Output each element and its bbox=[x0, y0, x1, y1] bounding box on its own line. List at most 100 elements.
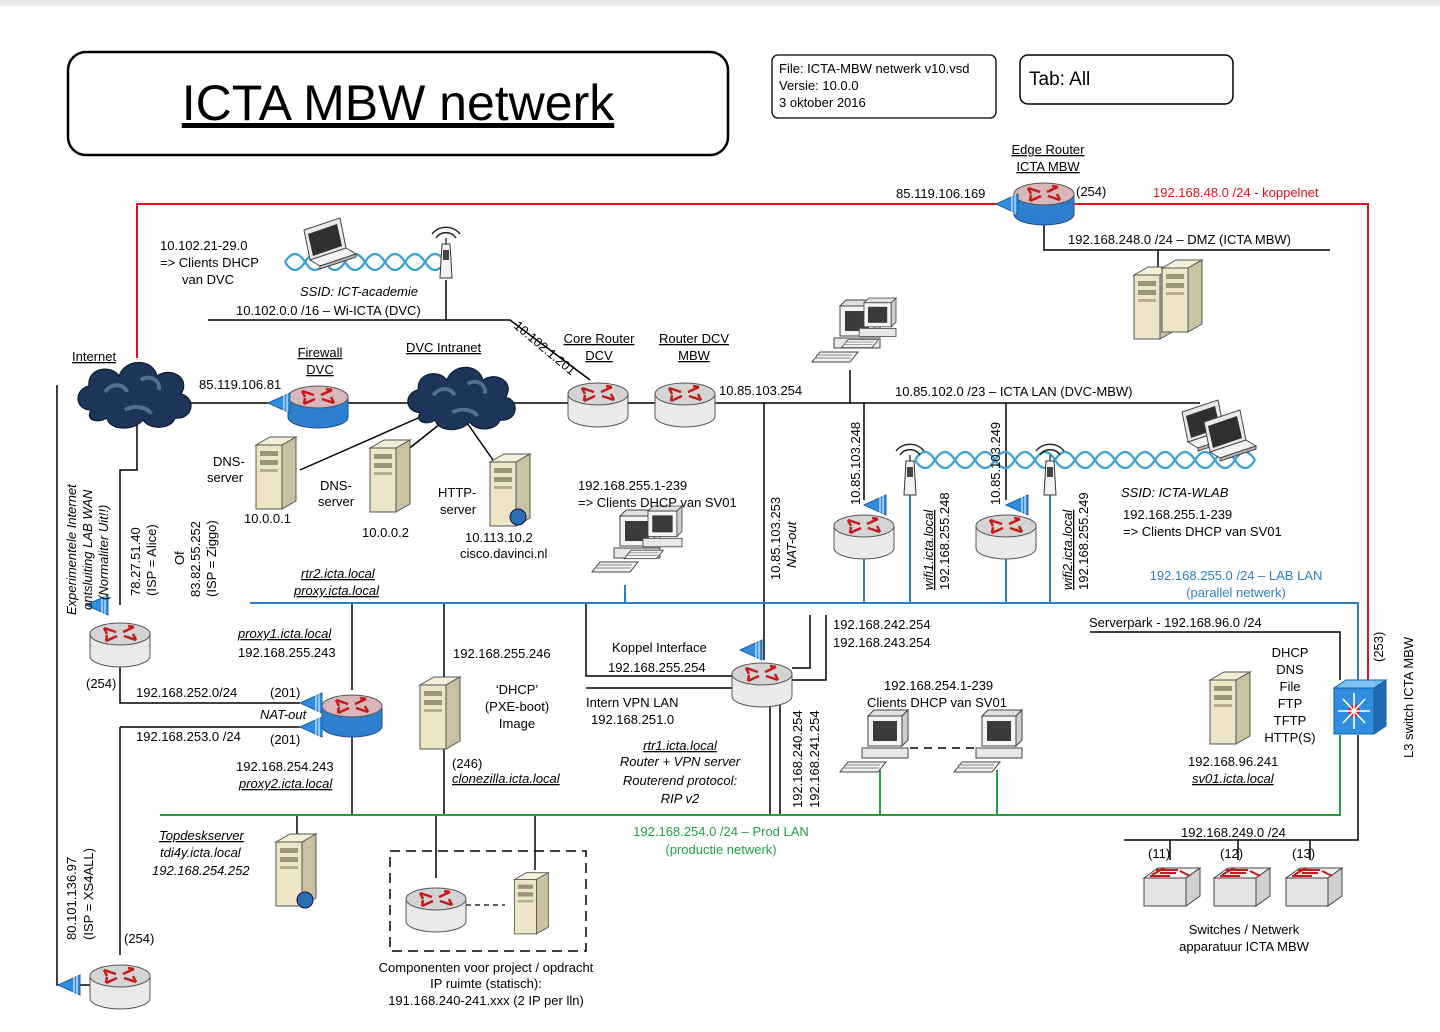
p246-label: (246) bbox=[452, 756, 482, 771]
wifi2-vert: 10.85.103.249 bbox=[988, 422, 1003, 505]
ziggo-label-3: (ISP = Ziggo) bbox=[204, 520, 219, 597]
wifi2-router-icon bbox=[974, 513, 1038, 561]
rtr2-label-2: proxy.icta.local bbox=[293, 583, 380, 598]
page-title: ICTA MBW netwerk bbox=[182, 75, 615, 131]
file-info-line-3: 3 oktober 2016 bbox=[779, 95, 866, 110]
ssid-wlab-label: SSID: ICTA-WLAB bbox=[1121, 485, 1229, 500]
rtr1-label-4: RIP v2 bbox=[661, 791, 700, 806]
prod-client-pc-icon-2 bbox=[953, 709, 1023, 773]
wlab-clients-1: 192.168.255.1-239 bbox=[1123, 507, 1232, 522]
dhcp-ip-label: 192.168.255.246 bbox=[453, 646, 551, 661]
rtr1-flag-icon bbox=[739, 639, 763, 661]
switch-13-icon bbox=[1285, 867, 1343, 907]
p201b-label: (201) bbox=[270, 732, 300, 747]
nat-vert-2: NAT-out bbox=[784, 520, 799, 568]
prod-lan-label-1: 192.168.254.0 /24 – Prod LAN bbox=[633, 824, 809, 839]
lab-lan-label-2: (parallel netwerk) bbox=[1186, 585, 1286, 600]
router-dcv-icon bbox=[653, 381, 717, 429]
rtr2-label-1: rtr2.icta.local bbox=[301, 566, 376, 581]
dhcp-img-1: ‘DHCP’ bbox=[496, 682, 539, 697]
componenten-label-1: Componenten voor project / opdracht bbox=[379, 960, 594, 975]
router-dcv-label-2: MBW bbox=[678, 348, 711, 363]
topdesk-label-2: tdi4y.icta.local bbox=[160, 845, 242, 860]
title-box bbox=[66, 50, 730, 157]
lab-wan-router-icon bbox=[88, 621, 152, 669]
sv01-host: sv01.icta.local bbox=[1192, 771, 1275, 786]
firewall-label-1: Firewall bbox=[298, 345, 343, 360]
xs4all-label-1: 80.101.136.97 bbox=[64, 857, 79, 940]
service-http: HTTP(S) bbox=[1264, 730, 1315, 745]
net-249-label: 192.168.249.0 /24 bbox=[1181, 825, 1286, 840]
dns-server-2-icon bbox=[369, 439, 411, 513]
wifi2-antenna-icon bbox=[1035, 443, 1065, 496]
router-dcv-label-1: Router DCV bbox=[659, 331, 729, 346]
dhcp-img-2: (PXE-boot) bbox=[485, 699, 549, 714]
wifi-dvc-clients-2: => Clients DHCP bbox=[160, 255, 259, 270]
ssid-ict-label: SSID: ICT-academie bbox=[300, 284, 418, 299]
dvc-intranet-label: DVC Intranet bbox=[406, 340, 482, 355]
wlab-clients-2: => Clients DHCP van SV01 bbox=[1123, 524, 1282, 539]
wireless-wave-wlab bbox=[914, 450, 1256, 470]
koppel-label-2: 192.168.255.254 bbox=[608, 660, 706, 675]
sv01-ip: 192.168.96.241 bbox=[1188, 754, 1278, 769]
wifi1-router-icon bbox=[832, 513, 896, 561]
proxy-router-icon bbox=[320, 693, 384, 739]
dmz-server-icon-2 bbox=[1161, 259, 1203, 333]
net-252-label: 192.168.252.0/24 bbox=[136, 685, 237, 700]
sw-13-label: (13) bbox=[1292, 846, 1315, 861]
koppel-label-1: Koppel Interface bbox=[612, 640, 707, 655]
rtr1-label-1: rtr1.icta.local bbox=[643, 738, 718, 753]
internet-label: Internet bbox=[72, 349, 116, 364]
wifi-dvc-clients-3: van DVC bbox=[182, 272, 234, 287]
connection-lines bbox=[56, 203, 1369, 986]
edge-router-label-2: ICTA MBW bbox=[1016, 159, 1080, 174]
clonezilla-label: clonezilla.icta.local bbox=[452, 771, 561, 786]
dns2-label-2: server bbox=[318, 494, 355, 509]
wifi1-label-1: wifi1.icta.local bbox=[921, 509, 936, 590]
prod-clients-2: Clients DHCP van SV01 bbox=[867, 695, 1007, 710]
p201a-label: (201) bbox=[270, 685, 300, 700]
proxy2-label-2: proxy2.icta.local bbox=[238, 776, 333, 791]
component-server-icon bbox=[513, 872, 549, 935]
firewall-flag-icon bbox=[267, 392, 291, 414]
vpn-label-2: 192.168.251.0 bbox=[591, 712, 674, 727]
dvc-intranet-cloud-icon bbox=[405, 365, 518, 432]
wi-icta-label: 10.102.0.0 /16 – Wi-ICTA (DVC) bbox=[236, 303, 421, 318]
nat-vert-1: 10.85.103.253 bbox=[768, 497, 783, 580]
edge-ip: 85.119.106.169 bbox=[896, 186, 985, 201]
dhcp-img-3: Image bbox=[499, 716, 535, 731]
lab-lan-label-1: 192.168.255.0 /24 – LAB LAN bbox=[1150, 568, 1323, 583]
ziggo-label-1: Of bbox=[172, 551, 187, 565]
dns2-label-1: DNS- bbox=[320, 478, 352, 493]
net-253-label: 192.168.253.0 /24 bbox=[136, 729, 241, 744]
core-ip-diag: 10.102.1.201 bbox=[511, 318, 579, 378]
vpn-label-1: Intern VPN LAN bbox=[586, 695, 679, 710]
core-router-label-1: Core Router bbox=[564, 331, 635, 346]
icta-lan-label: 10.85.102.0 /23 – ICTA LAN (DVC-MBW) bbox=[895, 384, 1132, 399]
edge-254: (254) bbox=[1076, 184, 1106, 199]
wifi1-label-2: 192.168.255.248 bbox=[937, 492, 952, 590]
dhcp-server-icon bbox=[419, 676, 461, 750]
proxy2-label-1: 192.168.254.243 bbox=[236, 759, 334, 774]
wifi1-antenna-icon bbox=[895, 443, 925, 496]
serverpark-label: Serverpark - 192.168.96.0 /24 bbox=[1089, 615, 1262, 630]
prod-clients-1: 192.168.254.1-239 bbox=[884, 678, 993, 693]
topdesk-globe-icon bbox=[296, 891, 314, 909]
topdesk-label-3: 192.168.254.252 bbox=[152, 863, 250, 878]
globe-icon bbox=[509, 508, 527, 526]
dns2-ip: 10.0.0.2 bbox=[362, 525, 409, 540]
wifi1-vert: 10.85.103.248 bbox=[848, 422, 863, 505]
dns1-ip: 10.0.0.1 bbox=[244, 511, 291, 526]
switches-label-1: Switches / Netwerk bbox=[1189, 922, 1300, 937]
ips-242-label-2: 192.168.243.254 bbox=[833, 635, 931, 650]
sv01-clients-1: 192.168.255.1-239 bbox=[578, 478, 687, 493]
file-info-line-2: Versie: 10.0.0 bbox=[779, 78, 859, 93]
sw-12-label: (12) bbox=[1220, 846, 1243, 861]
diagram-labels: Edge Router ICTA MBW 85.119.106.169 (254… bbox=[64, 142, 1416, 1008]
l3-switch-icon bbox=[1332, 679, 1388, 735]
router-254-label: (254) bbox=[86, 676, 116, 691]
nat-flag-icon bbox=[995, 193, 1019, 215]
http-ip: 10.113.10.2 bbox=[465, 530, 533, 545]
firewall-ip: 85.119.106.81 bbox=[199, 377, 281, 392]
